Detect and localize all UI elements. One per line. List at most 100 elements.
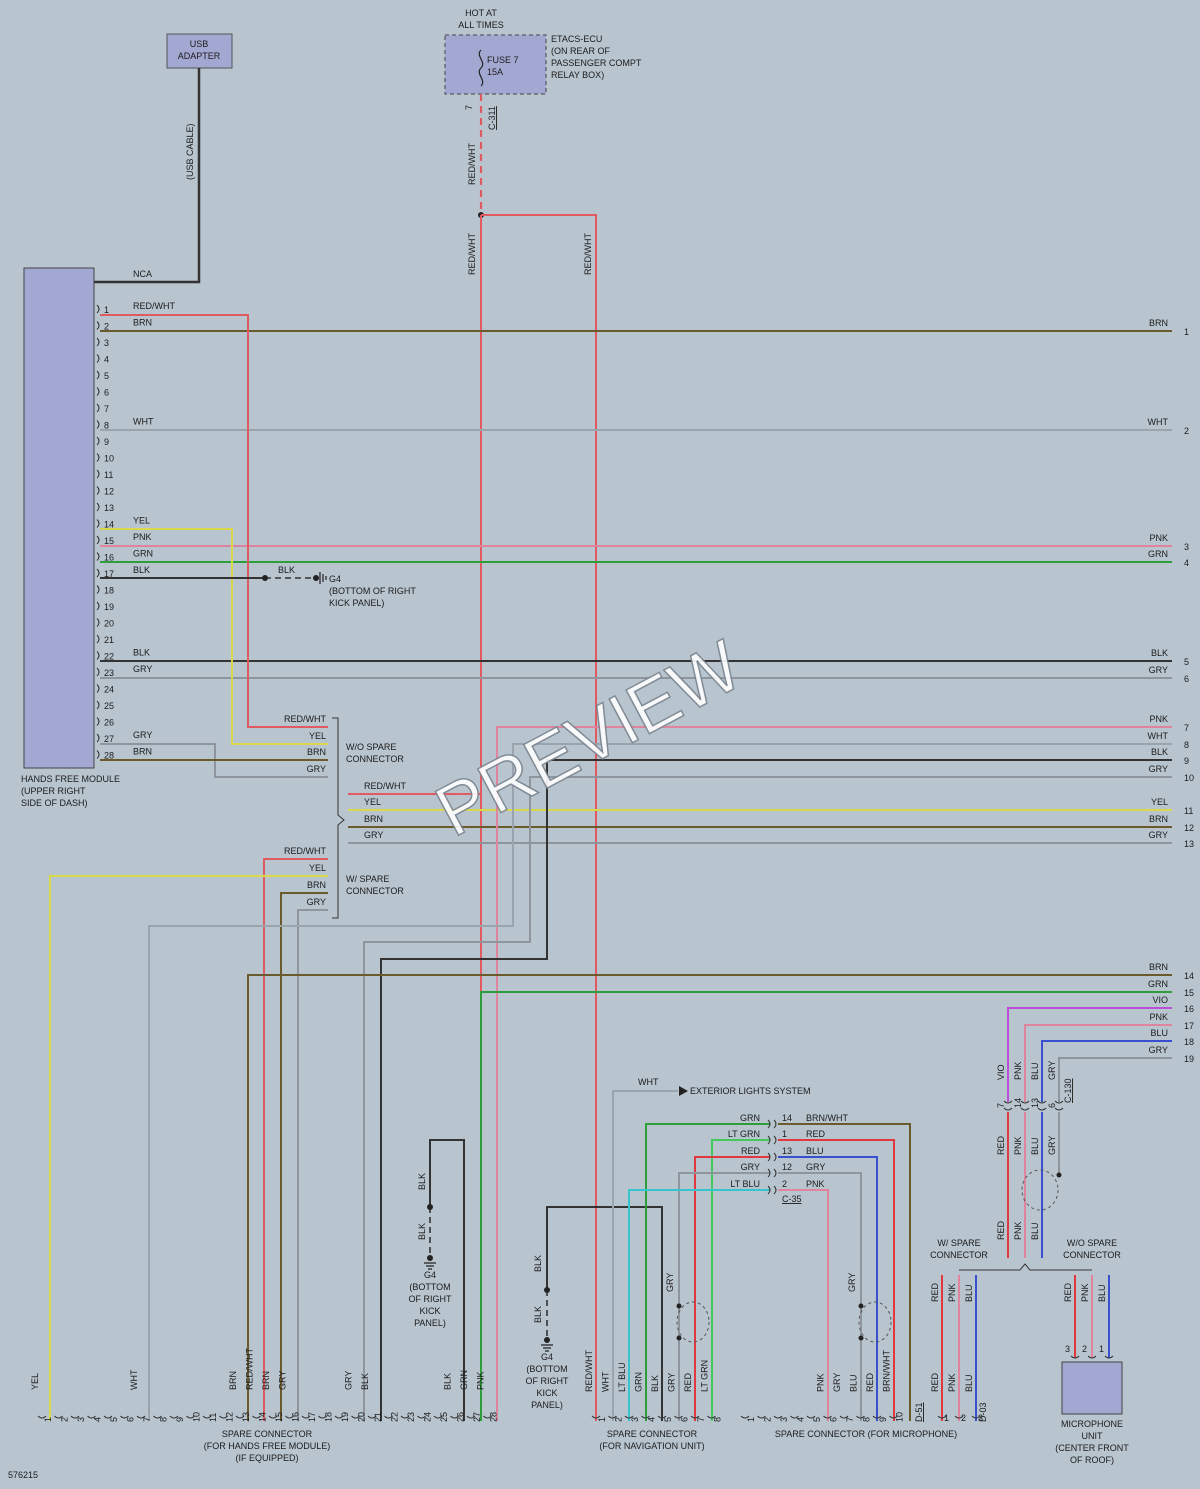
redwht-branch-right: [481, 214, 597, 1421]
wspare-redwht: [263, 858, 328, 1421]
wire-vio-16: [1007, 1007, 1172, 1102]
right-edge-number: 11: [1184, 806, 1193, 816]
c130-lower-label: RED: [996, 1220, 1006, 1240]
ground-mid-dot1: [427, 1204, 433, 1210]
right-edge-wire-label: WHT: [1148, 731, 1169, 741]
spare-hfm-plug: [384, 1415, 393, 1419]
mic-plug: [1104, 1355, 1114, 1359]
right-edge-wire-label: GRN: [1148, 979, 1168, 989]
c35-pin: 12: [782, 1162, 792, 1172]
c130-plug-top: [1037, 1100, 1047, 1104]
c130-plug-top: [1054, 1100, 1064, 1104]
c130-lower-label: PNK: [1013, 1221, 1023, 1240]
right-edge-wire-label: GRY: [1149, 1045, 1168, 1055]
spare-hfm-pin: 11: [208, 1413, 218, 1422]
spare-nav-plug: [657, 1415, 667, 1419]
spare-hfm-wire-label: GRY: [278, 1371, 288, 1390]
nav-side-gry: GRY: [665, 1273, 675, 1292]
c35-plug-right: [773, 1135, 777, 1145]
spare-hfm-plug: [186, 1415, 195, 1419]
ground-nav-desc4: PANEL): [531, 1400, 563, 1410]
spare-nav-pin: 8: [713, 1417, 723, 1422]
hfm-pin-number: 17: [104, 569, 114, 579]
c130-plug-bottom: [1037, 1107, 1047, 1111]
c35-left-label: GRN: [740, 1113, 760, 1123]
w-spare-label-line2: CONNECTOR: [346, 886, 404, 896]
spare-nav-wire-label: LT GRN: [700, 1360, 710, 1392]
right-edge-labels: BRN1WHT2PNK3GRN4BLK5GRY6PNK7WHT8BLK9GRY1…: [1148, 318, 1195, 1064]
d03-name: D-03: [978, 1402, 988, 1422]
spare-mic-pin: 2: [763, 1417, 773, 1422]
spare-nav-plug: [608, 1415, 617, 1419]
hfm-pin-number: 24: [104, 685, 114, 695]
ground-nav-dot1: [544, 1287, 550, 1293]
hfm-wire-label: GRY: [133, 730, 152, 740]
preview-watermark: PREVIEW: [423, 626, 754, 853]
spare-nav-pin: 4: [647, 1417, 657, 1422]
c311-name: C-311: [487, 106, 497, 130]
hfm-pin-number: 5: [104, 371, 109, 381]
ground-mid-symbol: [424, 1262, 436, 1270]
hfm-wire-label: BRN: [133, 318, 152, 328]
spare-nav-wire-label: GRN: [634, 1372, 644, 1392]
spare-hfm-plug: [252, 1415, 261, 1419]
c35-red-right: [778, 1139, 895, 1421]
spare-mic-pin: 10: [895, 1412, 905, 1422]
ground-mid-desc4: PANEL): [414, 1318, 446, 1328]
hfm-pin-number: 20: [104, 619, 114, 629]
spare-hfm-pin: 18: [324, 1412, 334, 1422]
right-edge-wire-label: BRN: [1149, 962, 1168, 972]
spare-nav-title2: (FOR NAVIGATION UNIT): [599, 1441, 704, 1451]
spare-nav-wire-label: WHT: [601, 1371, 611, 1392]
hfm-pin-plug: [96, 502, 100, 512]
spare-mic-wire-label: GRY: [832, 1373, 842, 1392]
wire-yel-14: [100, 528, 328, 745]
spare-hfm-title2: (FOR HANDS FREE MODULE): [204, 1441, 331, 1451]
spare-nav-plug: [674, 1415, 683, 1419]
right-edge-wire-label: PNK: [1149, 1012, 1168, 1022]
wire-grn-15: [480, 991, 1172, 1421]
c130-pin: 13: [1030, 1098, 1040, 1108]
c35-pnk-right: [778, 1189, 829, 1421]
right-edge-number: 6: [1184, 674, 1189, 684]
d03-lower-label: BLU: [964, 1374, 974, 1392]
spare-mic-plug: [773, 1415, 783, 1419]
shield-c130-dot: [1056, 1172, 1062, 1178]
hfm-pin-number: 2: [104, 322, 109, 332]
exterior-lights-label: EXTERIOR LIGHTS SYSTEM: [690, 1086, 811, 1096]
c130-top-label: GRY: [1047, 1061, 1057, 1080]
w-spare-wire-label: RED/WHT: [284, 846, 326, 856]
spare-hfm-wire-label: BRN: [228, 1371, 238, 1390]
c35-grn-left: [645, 1123, 770, 1421]
spare-hfm-pin: 25: [439, 1412, 449, 1422]
d03-plug: [954, 1415, 964, 1419]
c35-ltblu-left: [628, 1189, 770, 1421]
mic-wire-label: PNK: [1080, 1283, 1090, 1302]
ground-nav-desc1: (BOTTOM: [526, 1364, 567, 1374]
exterior-lights-arrow: [679, 1086, 688, 1096]
hfm-pin-number: 4: [104, 355, 109, 365]
spare-hfm-plug: [367, 1415, 377, 1419]
spare-mic-pin: 6: [829, 1417, 839, 1422]
hfm-wire-label: WHT: [133, 417, 154, 427]
spare-hfm-plug: [120, 1415, 129, 1419]
spare-hfm-pin: 24: [423, 1412, 433, 1422]
hfm-pin-number: 6: [104, 388, 109, 398]
mid-wire-label: YEL: [364, 797, 381, 807]
mic-wire-label: BLU: [1097, 1284, 1107, 1302]
ground-mid-wire: [429, 1139, 465, 1421]
hfm-pin-number: 7: [104, 404, 109, 414]
spare-hfm-title3: (IF EQUIPPED): [235, 1453, 298, 1463]
right-edge-wire-label: YEL: [1151, 797, 1168, 807]
c35-brnwht-right: [778, 1123, 911, 1421]
spare-mic-pin: 4: [796, 1417, 806, 1422]
spare-hfm-plug: [318, 1415, 327, 1419]
fuse-line1: FUSE 7: [487, 55, 519, 65]
hfm-pin-plug: [96, 403, 100, 413]
hfm-pin-plug: [96, 469, 100, 479]
spare-mic-pin: 9: [878, 1417, 888, 1422]
usb-adapter-line2: ADAPTER: [178, 51, 221, 61]
